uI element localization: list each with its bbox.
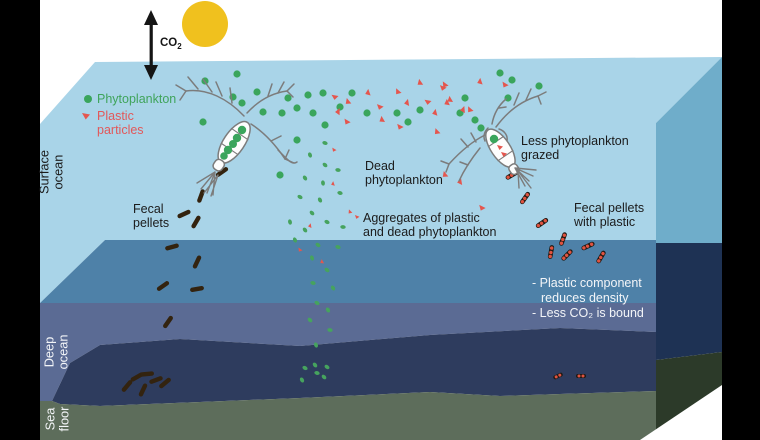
- legend-phytoplankton-label: Phytoplankton: [97, 92, 177, 106]
- note-plastic-component: - Plastic component: [532, 276, 642, 290]
- copepod-left-gut-phytoplankton: [220, 125, 247, 160]
- sun-icon: [182, 1, 228, 47]
- copepod-right: [440, 88, 547, 189]
- co2-label: CO2: [160, 37, 182, 51]
- surface-ocean-side-face: [656, 57, 722, 243]
- right-black-bar: [722, 0, 760, 440]
- deep-ocean-notes: - Plastic component reduces density - Le…: [532, 276, 644, 321]
- dead-phytoplankton-aggregates: [288, 140, 360, 383]
- note-less-co2: - Less CO₂ is bound: [532, 306, 644, 320]
- lower-deep-ocean-band: [52, 328, 656, 406]
- block-bottom-corner-cut: [640, 385, 722, 440]
- fecal-pellets-group: [121, 167, 229, 397]
- copepod-left: [175, 76, 298, 197]
- legend-plastic-label: Plastic particles: [97, 109, 144, 137]
- fecal-pellets-label: Fecal pellets: [133, 202, 170, 230]
- co2-exchange-arrow-icon: [144, 10, 158, 80]
- fecal-pellets-with-plastic-group: [505, 170, 606, 380]
- sea-floor-side-face: [642, 352, 722, 440]
- copepod-right-tail-feathers: [514, 167, 537, 189]
- copepod-right-gut-contents: [489, 134, 507, 157]
- plastic-particles: [331, 77, 509, 211]
- left-black-bar: [0, 0, 40, 440]
- mid-deep-ocean-band: [40, 303, 656, 401]
- legend-plastic-icon: [82, 113, 90, 120]
- dead-phytoplankton-label: Dead phytoplankton: [365, 159, 443, 187]
- fecal-pellets-plastic-label: Fecal pellets with plastic: [574, 201, 645, 229]
- less-grazed-label: Less phytoplankton grazed: [521, 134, 629, 162]
- legend-phytoplankton-icon: [84, 95, 92, 103]
- aggregates-label: Aggregates of plastic and dead phytoplan…: [363, 211, 497, 239]
- deep-ocean-side-face: [656, 243, 722, 360]
- phytoplankton-dots: [199, 69, 543, 179]
- note-reduces-density: reduces density: [541, 291, 629, 305]
- surface-ocean-front-face: [40, 57, 722, 303]
- sea-floor-front-face: [40, 391, 656, 440]
- copepod-left-tail-feathers: [196, 171, 219, 197]
